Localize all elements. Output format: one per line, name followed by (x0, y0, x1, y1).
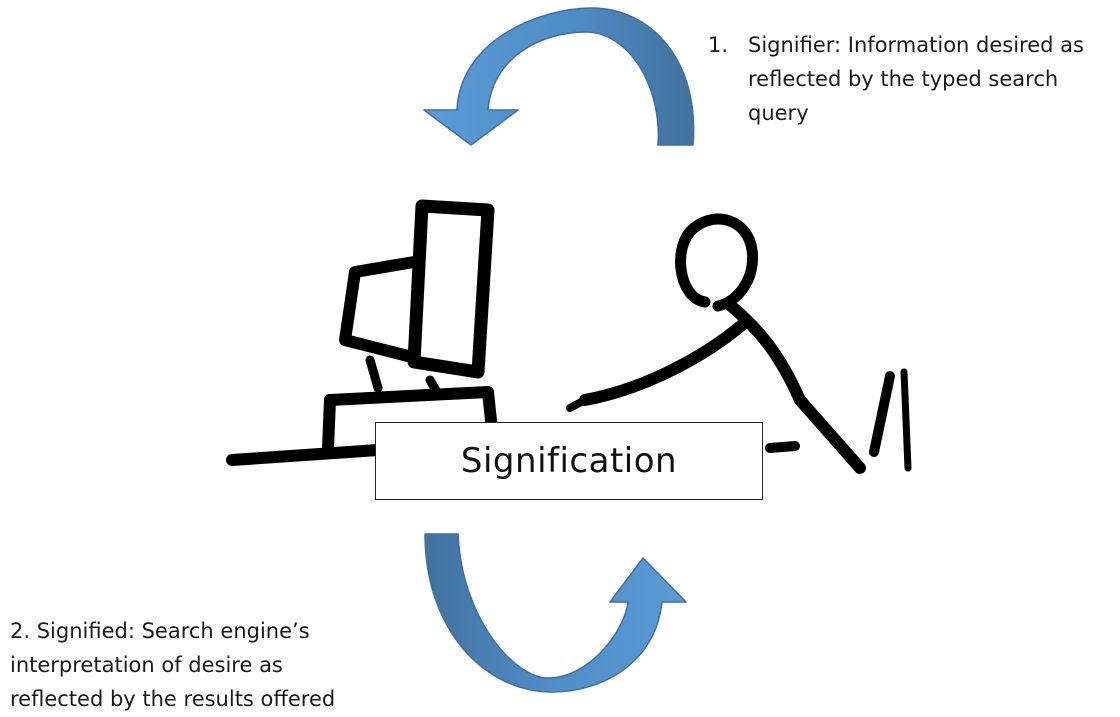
signifier-number: 1. (708, 33, 729, 57)
signifier-text: Signifier: Information desired as reflec… (748, 33, 1084, 125)
curved-arrow-top-icon (423, 7, 695, 146)
signification-label: Signification (460, 441, 678, 481)
person-at-computer-icon (226, 199, 912, 474)
signified-note: 2. Signified: Search engine’s interpreta… (10, 614, 360, 716)
signified-text: 2. Signified: Search engine’s interpreta… (10, 619, 336, 711)
curved-arrow-bottom-icon (424, 533, 687, 693)
signification-box: Signification (375, 422, 763, 500)
